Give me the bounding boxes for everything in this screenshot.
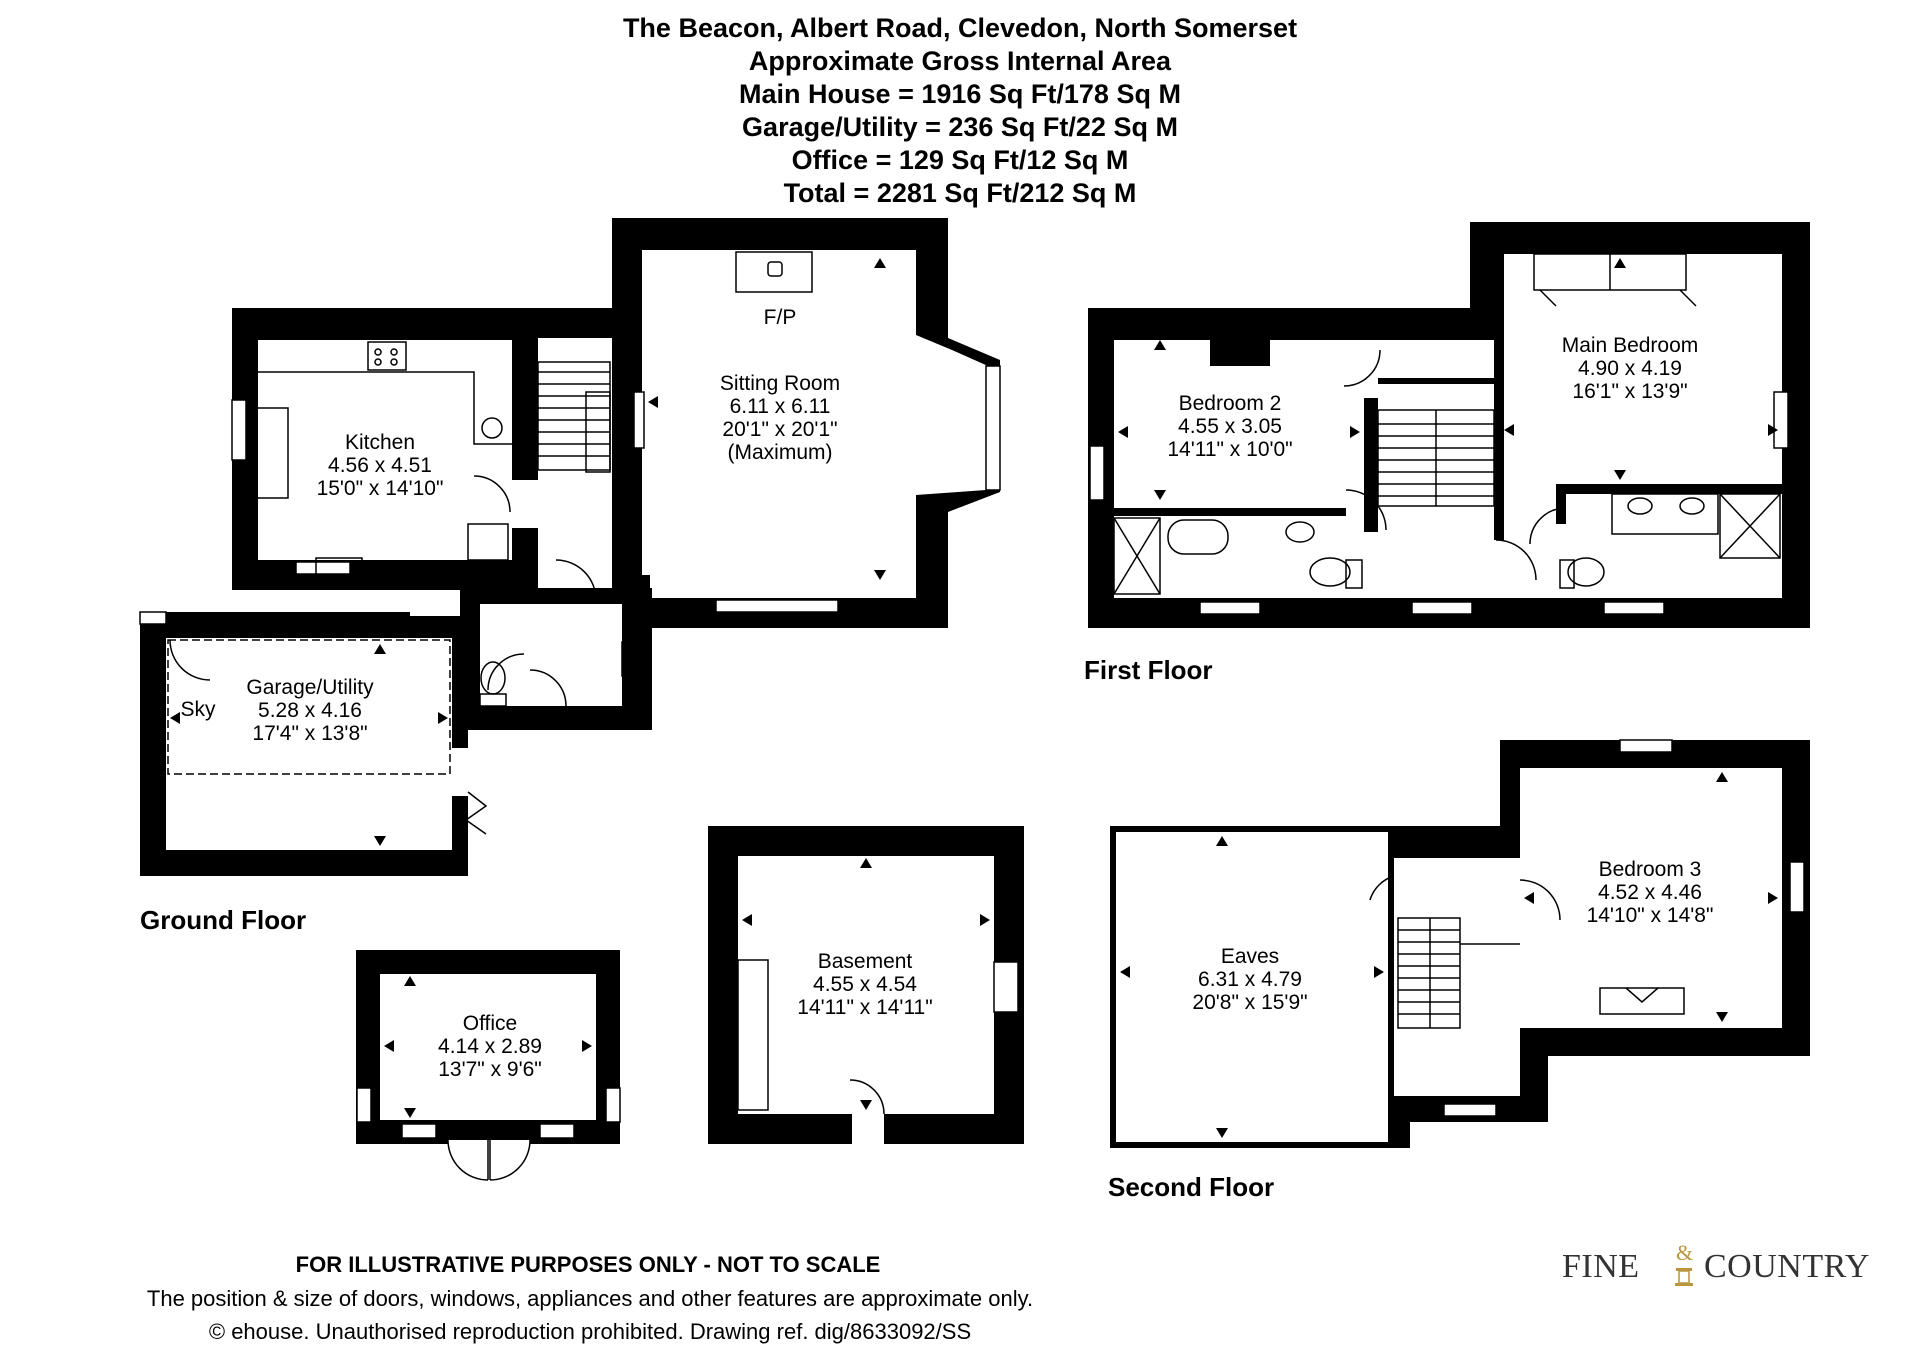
room-name: Main Bedroom <box>1561 334 1699 357</box>
room-name: Sitting Room <box>719 372 841 395</box>
header-line-3: Main House = 1916 Sq Ft/178 Sq M <box>739 79 1181 109</box>
room-metric: 4.55 x 3.05 <box>1178 415 1282 438</box>
room-note: (Maximum) <box>727 441 833 464</box>
room-name: Bedroom 3 <box>1598 858 1702 881</box>
room-label-basement: Basement 4.55 x 4.54 14'11" x 14'11" <box>780 950 950 1019</box>
logo-word-fine: Fine <box>1562 1248 1640 1285</box>
logo-ampersand: & <box>1676 1240 1694 1265</box>
room-metric: 4.14 x 2.89 <box>438 1035 542 1058</box>
room-label-main-bedroom: Main Bedroom 4.90 x 4.19 16'1" x 13'9" <box>1540 334 1720 403</box>
room-imperial: 16'1" x 13'9" <box>1572 380 1688 403</box>
header-line-6: Total = 2281 Sq Ft/212 Sq M <box>783 178 1137 208</box>
room-metric: 4.90 x 4.19 <box>1578 357 1682 380</box>
wall-kitchen <box>232 308 642 590</box>
room-imperial: 14'11" x 14'11" <box>797 996 933 1019</box>
wall-office <box>356 950 620 1144</box>
room-metric: 4.55 x 4.54 <box>813 973 917 996</box>
approximate-note: The position & size of doors, windows, a… <box>146 1286 1034 1311</box>
room-imperial: 17'4" x 13'8" <box>252 722 368 745</box>
room-label-bedroom-2: Bedroom 2 4.55 x 3.05 14'11" x 10'0" <box>1140 392 1320 461</box>
floor-title-second: Second Floor <box>1108 1172 1275 1202</box>
room-imperial: 14'11" x 10'0" <box>1167 438 1293 461</box>
room-label-eaves: Eaves 6.31 x 4.79 20'8" x 15'9" <box>1160 945 1340 1014</box>
room-label-office: Office 4.14 x 2.89 13'7" x 9'6" <box>410 1012 570 1081</box>
wall-second-floor <box>1110 740 1810 1148</box>
header-line-4: Garage/Utility = 236 Sq Ft/22 Sq M <box>742 112 1178 142</box>
room-name: Eaves <box>1220 945 1280 968</box>
copyright-text: © ehouse. Unauthorised reproduction proh… <box>208 1319 972 1344</box>
room-metric: 5.28 x 4.16 <box>258 699 362 722</box>
header-line-5: Office = 129 Sq Ft/12 Sq M <box>791 145 1129 175</box>
room-metric: 4.56 x 4.51 <box>328 454 432 477</box>
room-name: Garage/Utility <box>246 676 374 699</box>
room-name: Kitchen <box>344 431 416 454</box>
header-line-2: Approximate Gross Internal Area <box>748 46 1172 76</box>
floor-title-first: First Floor <box>1084 655 1213 685</box>
room-metric: 6.11 x 6.11 <box>729 395 831 418</box>
column-icon <box>1675 1268 1693 1286</box>
logo-word-country: Country <box>1704 1248 1870 1285</box>
room-label-sitting-room: Sitting Room 6.11 x 6.11 20'1" x 20'1" (… <box>680 372 880 464</box>
room-imperial: 13'7" x 9'6" <box>438 1058 542 1081</box>
room-name: Bedroom 2 <box>1178 392 1282 415</box>
wall-first-floor <box>1088 222 1810 628</box>
room-label-kitchen: Kitchen 4.56 x 4.51 15'0" x 14'10" <box>290 431 470 500</box>
room-metric: 4.52 x 4.46 <box>1598 881 1702 904</box>
wall-hall <box>452 588 652 748</box>
room-metric: 6.31 x 4.79 <box>1198 968 1302 991</box>
disclaimer-text: FOR ILLUSTRATIVE PURPOSES ONLY - NOT TO … <box>295 1252 881 1277</box>
room-imperial: 20'8" x 15'9" <box>1192 991 1308 1014</box>
sky-label: Sky <box>180 698 216 721</box>
room-label-garage: Garage/Utility 5.28 x 4.16 17'4" x 13'8" <box>220 676 400 745</box>
room-imperial: 15'0" x 14'10" <box>316 477 444 500</box>
room-imperial: 14'10" x 14'8" <box>1586 904 1714 927</box>
header-line-1: The Beacon, Albert Road, Clevedon, North… <box>622 13 1298 43</box>
fine-and-country-logo: Fine & Country <box>1562 1240 1869 1290</box>
room-name: Office <box>462 1012 518 1035</box>
room-label-bedroom-3: Bedroom 3 4.52 x 4.46 14'10" x 14'8" <box>1560 858 1740 927</box>
room-name: Basement <box>817 950 913 973</box>
floor-title-ground: Ground Floor <box>140 905 307 935</box>
room-imperial: 20'1" x 20'1" <box>722 418 838 441</box>
fireplace-label: F/P <box>763 306 797 329</box>
